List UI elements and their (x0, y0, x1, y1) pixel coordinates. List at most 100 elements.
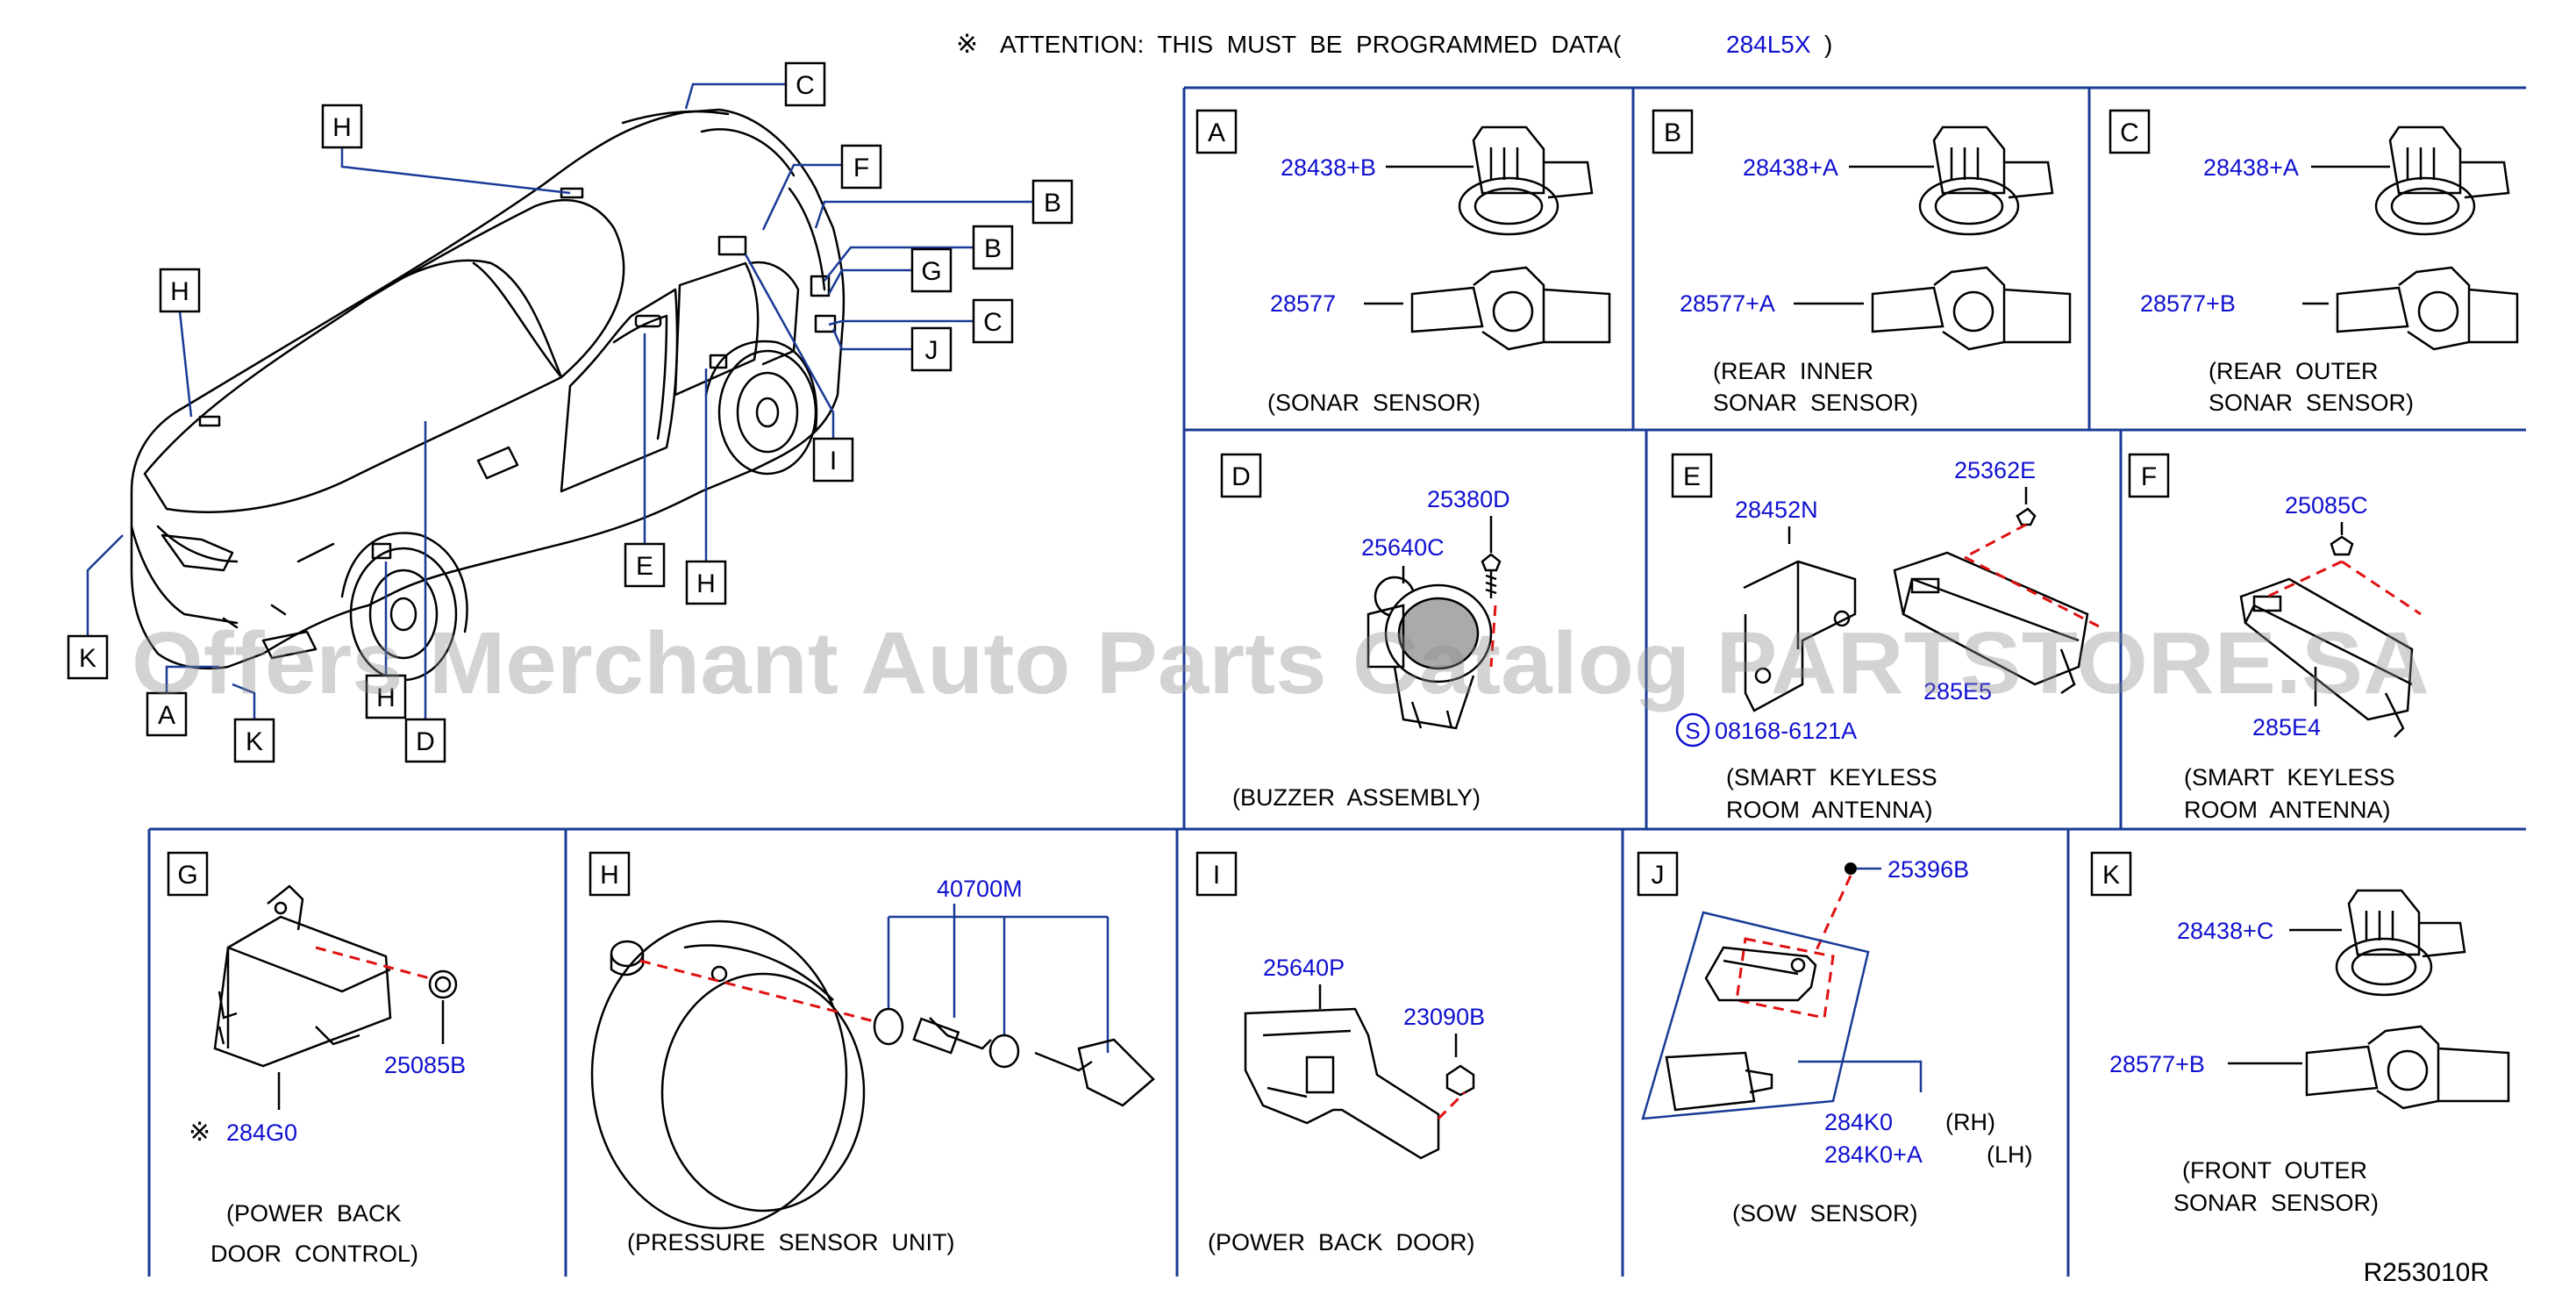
part-number[interactable]: 285E4 (2252, 714, 2321, 740)
part-number[interactable]: 23090B (1403, 1004, 1485, 1030)
panel-D-buzzer-assembly: D 25380D 25640C (BUZZER ASSEMBLY) (1220, 453, 1510, 811)
callout-B-lower[interactable]: B (972, 225, 1014, 270)
svg-text:C: C (2120, 118, 2139, 147)
watermark-text: Offers Merchant Auto Parts Catalog PARTS… (132, 614, 2430, 712)
panel-caption: (POWER BACK DOOR) (1208, 1229, 1475, 1256)
panel-caption: (FRONT OUTER (2182, 1157, 2367, 1184)
callout-C-rear[interactable]: C (972, 298, 1014, 344)
part-number[interactable]: 284K0 (1824, 1109, 1893, 1135)
svg-text:A: A (158, 701, 175, 730)
svg-text:K: K (79, 644, 96, 673)
part-number[interactable]: 28577 (1270, 290, 1336, 317)
svg-text:F: F (2141, 462, 2157, 491)
svg-text:D: D (416, 727, 435, 756)
svg-text:J: J (925, 336, 938, 365)
panel-caption: (PRESSURE SENSOR UNIT) (627, 1229, 955, 1256)
svg-text:G: G (921, 257, 941, 286)
part-number[interactable]: 28438+B (1281, 154, 1376, 181)
callout-B-upper[interactable]: B (1031, 179, 1074, 225)
sensor-outline (1641, 911, 1870, 1120)
svg-text:C: C (796, 71, 815, 100)
callout-H-side[interactable]: H (685, 560, 727, 605)
callout-H-roof[interactable]: H (321, 104, 363, 149)
part-number[interactable]: 25362E (1954, 457, 2036, 483)
svg-text:J: J (1652, 861, 1665, 890)
svg-text:I: I (830, 447, 837, 476)
callout-K-bottom[interactable]: K (233, 718, 275, 763)
svg-text:H: H (600, 861, 619, 890)
callout-A[interactable]: A (146, 691, 188, 737)
panel-caption: (SMART KEYLESS (2184, 764, 2395, 790)
assembly-line (1489, 604, 1497, 668)
panel-I-power-back-door: I 25640P 23090B (POWER BACK DOOR) (1195, 851, 1485, 1256)
part-number[interactable]: 25640C (1361, 534, 1445, 561)
svg-text:G: G (177, 861, 197, 890)
callout-F[interactable]: F (840, 144, 882, 190)
svg-text:E: E (1683, 462, 1701, 491)
panel-caption: (REAR OUTER (2209, 358, 2379, 384)
callout-J[interactable]: J (910, 326, 953, 372)
part-number[interactable]: 28452N (1735, 497, 1818, 523)
panel-caption: DOOR CONTROL) (211, 1241, 418, 1267)
callout-E[interactable]: E (624, 542, 666, 588)
callout-D[interactable]: D (404, 718, 446, 763)
part-number[interactable]: 25640P (1263, 955, 1345, 981)
attention-header: ※ ATTENTION: THIS MUST BE PROGRAMMED DAT… (956, 30, 1832, 59)
callout-H-wheel[interactable]: H (365, 674, 407, 719)
panel-grid (147, 86, 2526, 1277)
callout-K-left[interactable]: K (67, 634, 109, 680)
attention-text: ATTENTION: THIS MUST BE PROGRAMMED DATA( (1000, 31, 1622, 58)
part-number[interactable]: 285E5 (1923, 678, 1992, 705)
panel-B-rear-inner-sonar: B 28438+A 28577+A (REAR INNER SONAR SENS… (1652, 109, 2072, 416)
part-number[interactable]: 28438+A (1743, 154, 1838, 181)
part-number[interactable]: 28438+C (2177, 918, 2273, 944)
panel-G-power-back-door-control: G 25085B ※ 284G0 (POWER BACK DOOR CONTRO… (167, 851, 466, 1267)
side-label: (RH) (1945, 1109, 1995, 1135)
panel-caption: (BUZZER ASSEMBLY) (1232, 784, 1481, 811)
panel-caption: (REAR INNER (1713, 358, 1873, 384)
svg-text:H: H (332, 113, 352, 142)
part-number[interactable]: 08168-6121A (1715, 718, 1857, 744)
part-number[interactable]: 28438+A (2203, 154, 2299, 181)
callout-C-roof[interactable]: C (784, 61, 826, 107)
part-number[interactable]: 25085C (2285, 492, 2368, 519)
part-number[interactable]: 25380D (1427, 486, 1510, 512)
overview-leaders (86, 82, 1033, 719)
attention-code: 284L5X (1726, 31, 1811, 58)
panel-E-smart-keyless-antenna: E 28452N 25362E 285E5 S 08168-6121A (SMA… (1671, 453, 2101, 823)
part-number[interactable]: 28577+B (2109, 1051, 2205, 1077)
callout-G[interactable]: G (910, 247, 953, 293)
part-number[interactable]: 284G0 (226, 1120, 297, 1146)
panel-caption: SONAR SENSOR) (2209, 390, 2414, 416)
part-number[interactable]: 40700M (937, 876, 1023, 902)
svg-text:B: B (1044, 189, 1061, 218)
part-number[interactable]: 28577+B (2140, 290, 2236, 317)
part-number[interactable]: 25085B (384, 1052, 466, 1078)
svg-text:C: C (983, 308, 1003, 337)
svg-text:D: D (1231, 462, 1251, 491)
panel-caption: SONAR SENSOR) (2173, 1190, 2379, 1216)
svg-text:B: B (984, 234, 1002, 263)
overview-callouts: C H F B B G H C J I E H K A H K D (67, 61, 1074, 763)
attention-mark: ※ (956, 30, 978, 59)
callout-H-front[interactable]: H (159, 268, 201, 313)
panel-J-sow-sensor: J 25396B 284K0 (RH) 284K0+A (LH) (SOW SE… (1637, 851, 2033, 1227)
panel-caption: (SOW SENSOR) (1732, 1200, 1918, 1227)
panel-caption: ROOM ANTENNA) (1726, 797, 1933, 823)
panel-K-front-outer-sonar: K 28438+C 28577+B (FRONT OUTER SONAR SEN… (2090, 851, 2510, 1216)
svg-text:E: E (636, 552, 653, 581)
svg-text:S: S (1685, 718, 1700, 744)
panel-caption: SONAR SENSOR) (1713, 390, 1918, 416)
programming-mark: ※ (189, 1118, 211, 1147)
panel-caption: ROOM ANTENNA) (2184, 797, 2391, 823)
drawing-number: R253010R (2364, 1258, 2489, 1287)
panel-H-pressure-sensor-unit: H 40700M (PRESSURE SENSOR UNIT) (589, 851, 1155, 1256)
panel-C-rear-outer-sonar: C 28438+A 28577+B (REAR OUTER SONAR SENS… (2109, 109, 2519, 416)
callout-I[interactable]: I (812, 437, 854, 483)
svg-text:K: K (246, 727, 263, 756)
part-number[interactable]: 28577+A (1680, 290, 1775, 317)
part-number[interactable]: 284K0+A (1824, 1141, 1923, 1168)
bolt-icon (1845, 862, 1857, 875)
side-label: (LH) (1987, 1141, 2033, 1168)
part-number[interactable]: 25396B (1887, 856, 1969, 883)
